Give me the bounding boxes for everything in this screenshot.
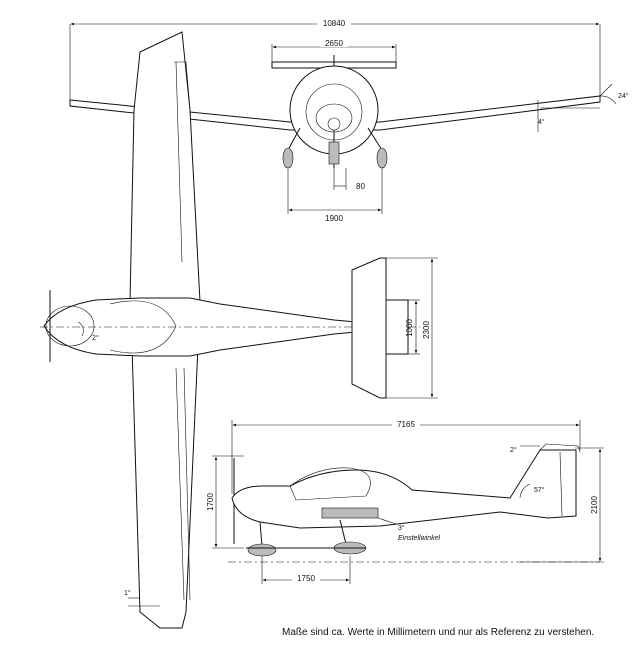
dihedral-label: 4°: [538, 118, 545, 126]
elevator-span-dimension: 1000: [405, 299, 420, 355]
side-wing-root: [321, 507, 379, 519]
stab-span-label: 2300: [422, 321, 431, 339]
top-view: 1° 2° 2300 1000: [40, 31, 438, 629]
cockpit-height-label: 1700: [206, 493, 215, 511]
reference-note: Maße sind ca. Werte in Millimetern und n…: [282, 627, 595, 638]
cockpit-height-dimension: 1700: [206, 455, 244, 549]
wingspan-dimension: 10840: [69, 18, 601, 102]
tailplane-span-dimension: 2650: [271, 38, 397, 62]
engine-angle-label: 2°: [92, 334, 99, 342]
side-view: 7165 2100 1700: [206, 419, 604, 584]
tip-angle-label: 24°: [618, 92, 629, 100]
track-dimension: 1900: [287, 168, 383, 223]
wheelbase-label: 1750: [297, 574, 315, 583]
top-stabilizer: [351, 257, 387, 399]
side-nose-wheel: [247, 543, 277, 557]
track-label: 1900: [325, 214, 343, 223]
incidence-angle-label: 3°: [398, 524, 405, 532]
wheelbase-dimension: 1750: [261, 556, 351, 584]
tail-angle-label: 57°: [534, 486, 545, 494]
wing-twist-label: 1°: [124, 589, 131, 597]
incidence-label: Einstellwinkel: [398, 535, 440, 542]
stab-span-dimension: 2300: [386, 257, 438, 399]
tailplane-span-label: 2650: [325, 39, 343, 48]
front-right-wheel: [376, 147, 388, 169]
nosewheel-offset-label: 80: [356, 182, 365, 191]
front-left-wheel: [282, 147, 294, 169]
tail-tilt-label: 2°: [510, 446, 517, 454]
length-dimension: 7165: [231, 419, 581, 494]
height-label: 2100: [590, 496, 599, 514]
nosewheel-dimension: 80: [333, 168, 365, 191]
length-label: 7165: [397, 420, 415, 429]
elevator-span-label: 1000: [405, 319, 414, 337]
front-view: 10840 2650 4° 24°: [69, 18, 629, 223]
side-fuselage: [231, 449, 577, 529]
wingspan-label: 10840: [323, 19, 346, 28]
